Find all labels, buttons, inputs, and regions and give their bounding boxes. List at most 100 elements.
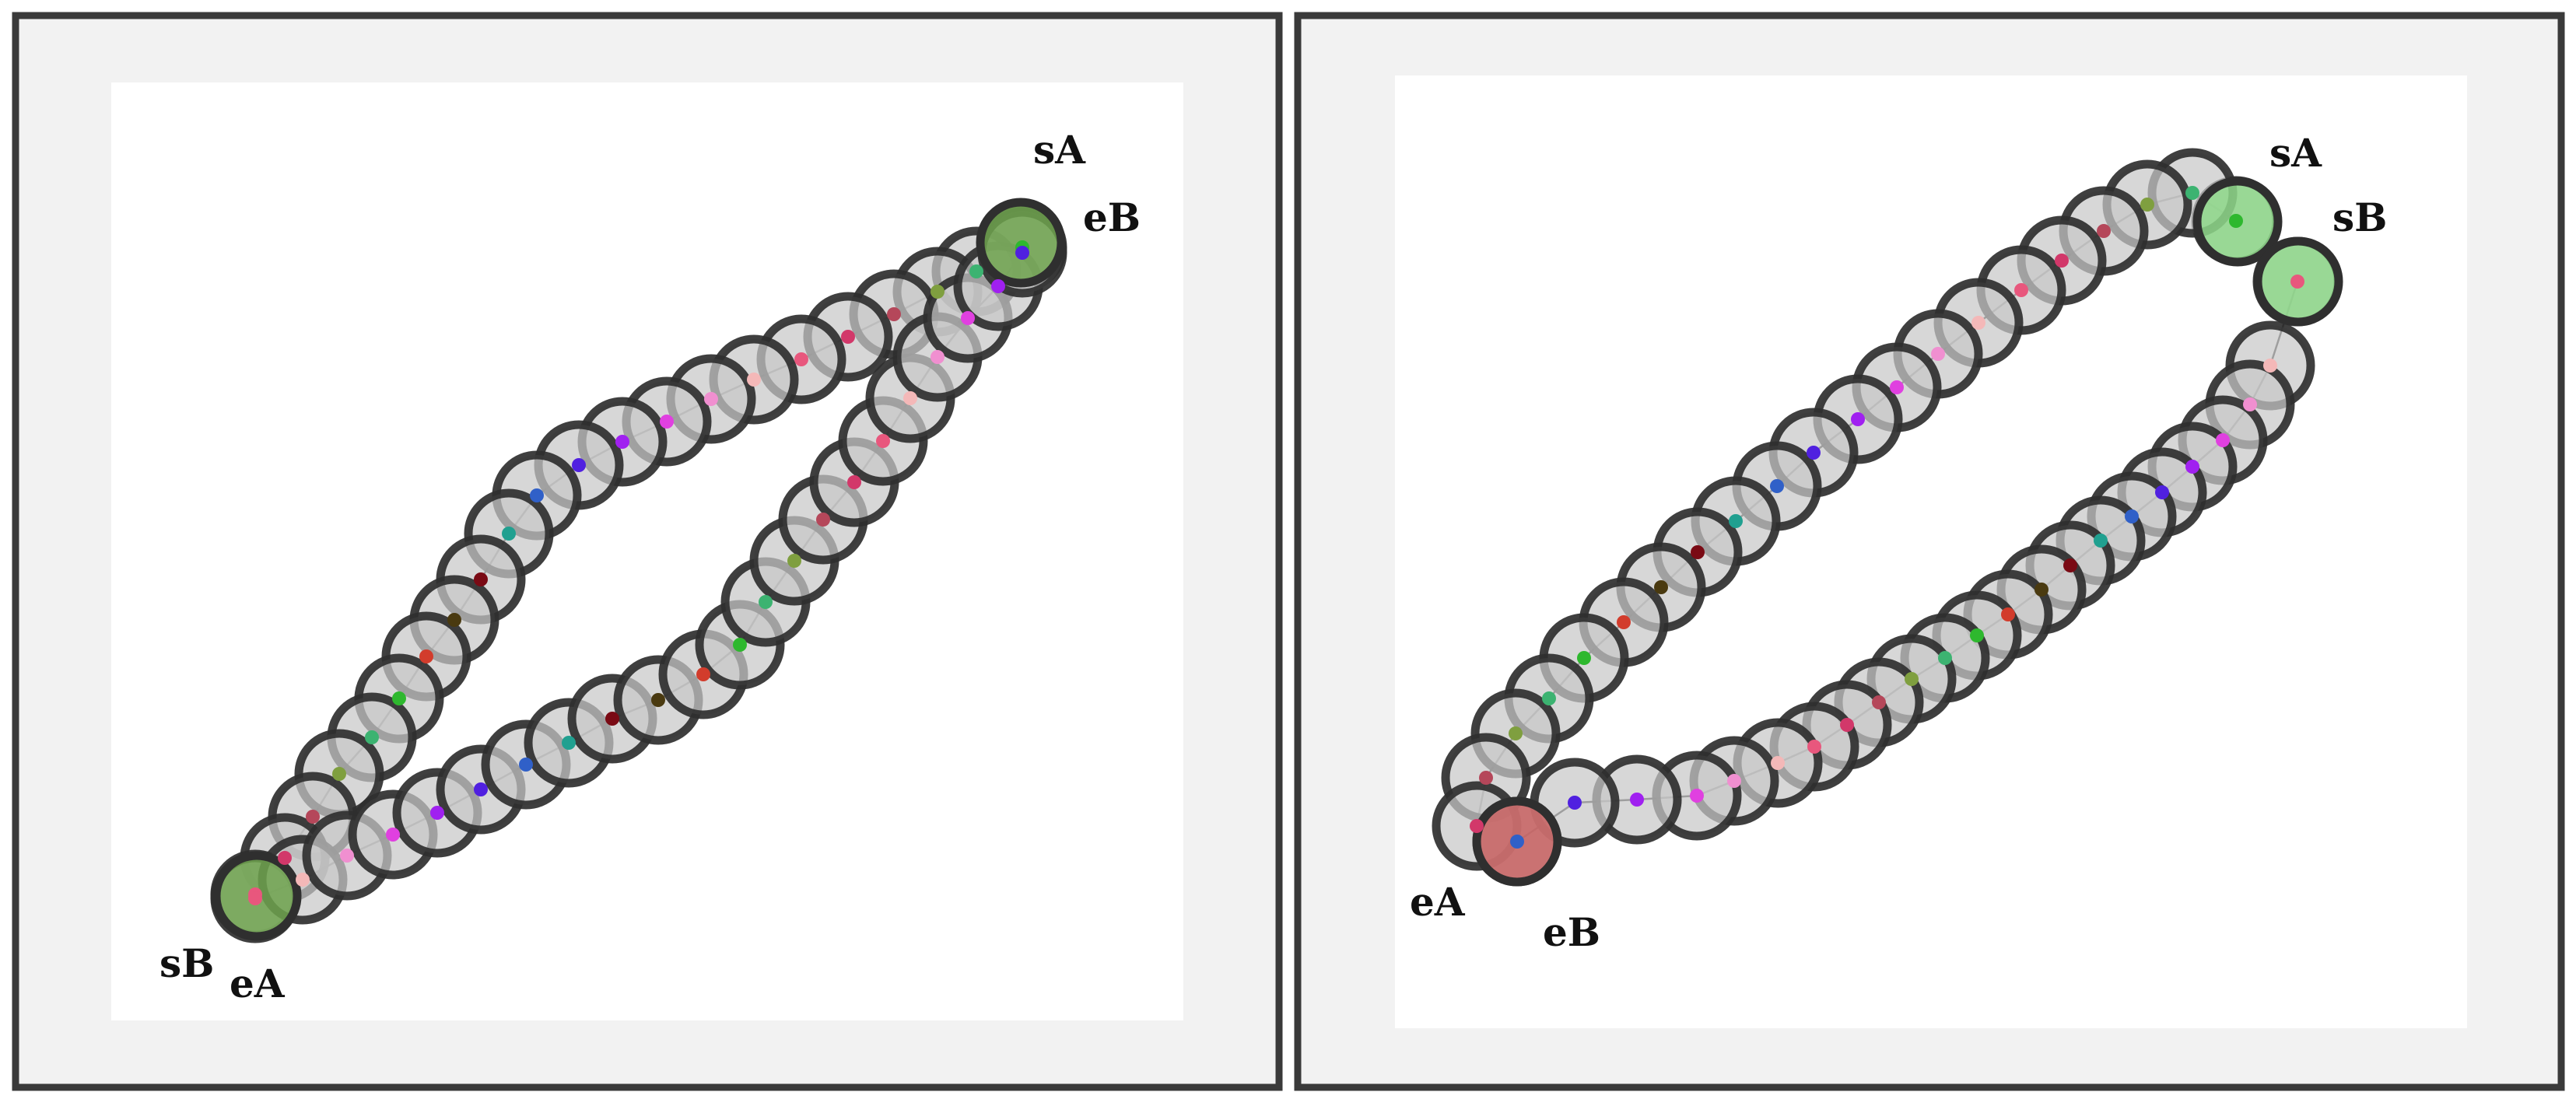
- left-agent-b-center-dot: [961, 311, 975, 325]
- right-agent-b-center-dot: [2290, 275, 2304, 289]
- left-agent-a-center-dot: [794, 352, 808, 366]
- right-agent-b-center-dot: [1510, 835, 1524, 849]
- right-agent-b-center-dot: [1771, 756, 1785, 770]
- left-agent-b-center-dot: [340, 849, 354, 863]
- right-agent-a-center-dot: [1470, 819, 1484, 833]
- left-label-sA: sA: [1033, 127, 1086, 173]
- left-agent-a-center-dot: [572, 458, 586, 472]
- right-panel-trajectories: [1432, 148, 2343, 887]
- right-agent-a-center-dot: [1509, 726, 1523, 740]
- left-agent-a-center-dot: [419, 649, 433, 663]
- left-label-sB: sB: [159, 940, 214, 986]
- right-agent-a-center-dot: [1971, 316, 1985, 330]
- left-agent-b-center-dot: [248, 891, 262, 905]
- right-agent-a-center-dot: [1729, 514, 1743, 528]
- right-agent-a-center-dot: [1807, 446, 1821, 460]
- right-agent-a-center-dot: [1851, 412, 1865, 426]
- left-agent-b-center-dot: [787, 554, 801, 568]
- right-agent-b-center-dot: [2216, 433, 2230, 447]
- left-agent-a-center-dot: [332, 767, 346, 781]
- right-agent-b-center-dot: [1938, 651, 1952, 665]
- left-panel: sA eB sB eA: [12, 12, 1283, 1091]
- right-agent-a-center-dot: [1577, 651, 1591, 665]
- right-agent-a-center-dot: [1691, 545, 1705, 559]
- right-agent-b-center-dot: [1905, 672, 1919, 686]
- right-agent-b-center-dot: [1970, 628, 1984, 642]
- left-agent-a-center-dot: [530, 488, 544, 502]
- left-agent-a-center-dot: [660, 415, 674, 429]
- right-agent-b-center-dot: [2094, 534, 2108, 548]
- right-agent-b-center-dot: [1630, 793, 1644, 807]
- left-agent-b-center-dot: [430, 806, 444, 820]
- left-agent-b-center-dot: [651, 693, 665, 707]
- left-agent-a-center-dot: [365, 730, 379, 744]
- right-agent-b-center-dot: [1727, 774, 1741, 788]
- right-agent-a-center-dot: [1617, 615, 1631, 629]
- right-agent-a-center-dot: [2140, 198, 2154, 212]
- left-agent-b-center-dot: [816, 513, 830, 527]
- left-agent-b-center-dot: [759, 595, 773, 609]
- left-agent-a-center-dot: [841, 330, 855, 344]
- right-agent-b-center-dot: [1690, 789, 1704, 803]
- right-agent-b-center-dot: [1807, 740, 1821, 754]
- right-label-sB: sB: [2332, 194, 2387, 240]
- left-agent-b-center-dot: [386, 828, 400, 842]
- left-agent-a-center-dot: [474, 572, 488, 586]
- right-agent-a-center-dot: [1479, 771, 1493, 785]
- right-panel: sA sB eA eB: [1294, 12, 2565, 1091]
- right-agent-a-center-dot: [2055, 254, 2069, 268]
- left-panel-trajectories: [210, 198, 1067, 943]
- left-agent-a-center-dot: [704, 392, 718, 406]
- right-agent-a-center-dot: [2097, 224, 2111, 238]
- right-agent-a-center-dot: [1890, 380, 1904, 394]
- right-agent-b-center-dot: [2155, 485, 2169, 499]
- right-agent-b-center-dot: [1840, 718, 1854, 732]
- right-label-sA: sA: [2269, 130, 2322, 176]
- left-agent-b-center-dot: [696, 667, 710, 681]
- left-agent-a-center-dot: [887, 307, 901, 321]
- left-agent-b-center-dot: [605, 712, 619, 726]
- right-agent-a-center-dot: [1542, 691, 1556, 705]
- left-agent-b-center-dot: [519, 758, 533, 772]
- left-agent-b-center-dot: [931, 350, 945, 364]
- right-agent-b-center-dot: [2243, 397, 2257, 411]
- right-agent-b-center-dot: [2125, 509, 2139, 523]
- right-agent-a-center-dot: [2185, 186, 2199, 200]
- right-agent-b-center-dot: [2263, 359, 2277, 373]
- left-agent-a-center-dot: [502, 527, 516, 541]
- left-label-eA: eA: [230, 961, 286, 1006]
- left-agent-b-center-dot: [733, 638, 747, 652]
- right-agent-a-center-dot: [2229, 214, 2243, 228]
- left-agent-b-center-dot: [1015, 246, 1029, 260]
- left-agent-a-center-dot: [392, 691, 406, 705]
- left-agent-a-center-dot: [306, 810, 320, 824]
- left-agent-b-center-dot: [847, 475, 861, 489]
- left-agent-a-center-dot: [747, 373, 761, 387]
- right-agent-a-center-dot: [1654, 580, 1668, 594]
- left-agent-b-center-dot: [474, 782, 488, 796]
- right-agent-b-center-dot: [2185, 460, 2199, 474]
- left-agent-b-center-dot: [991, 279, 1005, 293]
- right-agent-b-center-dot: [2035, 583, 2049, 597]
- right-label-eA: eA: [1410, 879, 1466, 925]
- right-agent-b-center-dot: [2063, 558, 2077, 572]
- left-agent-a-center-dot: [931, 285, 945, 299]
- right-agent-b-center-dot: [1568, 796, 1582, 810]
- left-agent-b-center-dot: [903, 391, 917, 405]
- left-agent-a-center-dot: [447, 613, 461, 627]
- right-agent-a-center-dot: [1931, 347, 1945, 361]
- left-agent-a-center-dot: [969, 264, 983, 278]
- right-agent-b-center-dot: [2001, 607, 2015, 621]
- left-agent-a-center-dot: [615, 435, 629, 449]
- left-agent-b-center-dot: [296, 873, 310, 887]
- left-label-eB: eB: [1083, 194, 1141, 240]
- left-agent-b-center-dot: [562, 736, 576, 750]
- left-agent-b-center-dot: [876, 434, 890, 448]
- right-panel-canvas: [1395, 75, 2467, 1028]
- right-agent-b-center-dot: [1872, 695, 1886, 709]
- left-agent-a-center-dot: [278, 851, 292, 865]
- right-agent-a-center-dot: [2014, 283, 2028, 297]
- right-agent-a-center-dot: [1770, 479, 1784, 493]
- right-label-eB: eB: [1543, 909, 1600, 955]
